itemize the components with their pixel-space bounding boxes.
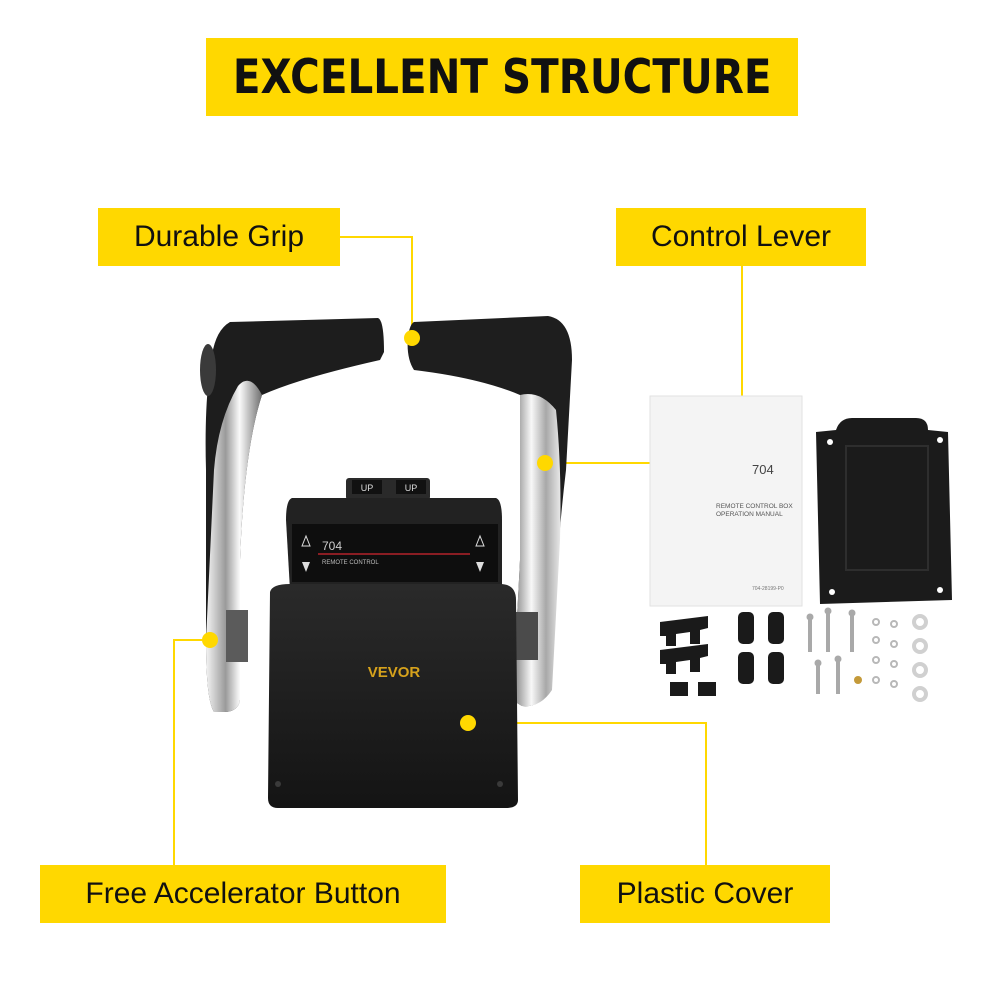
manual-model: 704 (752, 462, 774, 477)
manual-line2: OPERATION MANUAL (716, 511, 783, 518)
right-down-arrow-icon (476, 562, 484, 572)
left-lever (200, 318, 384, 712)
right-up-arrow-icon (475, 534, 485, 547)
panel-model: 704 (322, 539, 342, 553)
manual-line1: REMOTE CONTROL BOX (716, 503, 793, 510)
left-up-arrow-icon (301, 534, 311, 547)
mounting-gasket (816, 418, 952, 604)
label-plastic-cover-text: Plastic Cover (616, 877, 794, 910)
dot-plastic-cover (460, 715, 476, 731)
switch-left-label: UP (361, 483, 374, 493)
trim-switches: UP UP (346, 478, 430, 500)
leader-free-accelerator (173, 639, 210, 865)
page-title: EXCELLENT STRUCTURE (232, 49, 772, 105)
brand-logo: VEVOR (368, 664, 421, 681)
label-durable-grip-text: Durable Grip (133, 220, 305, 253)
label-free-accelerator-button: Free Accelerator Button (40, 865, 446, 923)
hardware-parts (660, 607, 928, 702)
left-down-arrow-icon (302, 562, 310, 572)
dot-free-accelerator (202, 632, 218, 648)
dot-durable-grip (404, 330, 420, 346)
leader-plastic-cover (468, 722, 707, 865)
callout-dots (202, 330, 553, 731)
leader-lines (173, 236, 743, 865)
label-free-accelerator-button-text: Free Accelerator Button (85, 877, 401, 910)
label-control-lever: Control Lever (616, 208, 866, 266)
label-plastic-cover: Plastic Cover (580, 865, 830, 923)
panel-caption: REMOTE CONTROL (322, 560, 379, 566)
title-banner: EXCELLENT STRUCTURE (206, 38, 798, 116)
leader-durable-grip (340, 236, 413, 330)
label-durable-grip: Durable Grip (98, 208, 340, 266)
right-lever (407, 316, 572, 707)
dot-control-lever (537, 455, 553, 471)
label-control-lever-text: Control Lever (650, 220, 832, 253)
control-body: 704 REMOTE CONTROL VEVOR (268, 498, 518, 808)
switch-right-label: UP (405, 483, 418, 493)
operation-manual: 704 REMOTE CONTROL BOX OPERATION MANUAL … (649, 395, 803, 607)
manual-part-number: 704-28199-P0 (752, 586, 784, 592)
